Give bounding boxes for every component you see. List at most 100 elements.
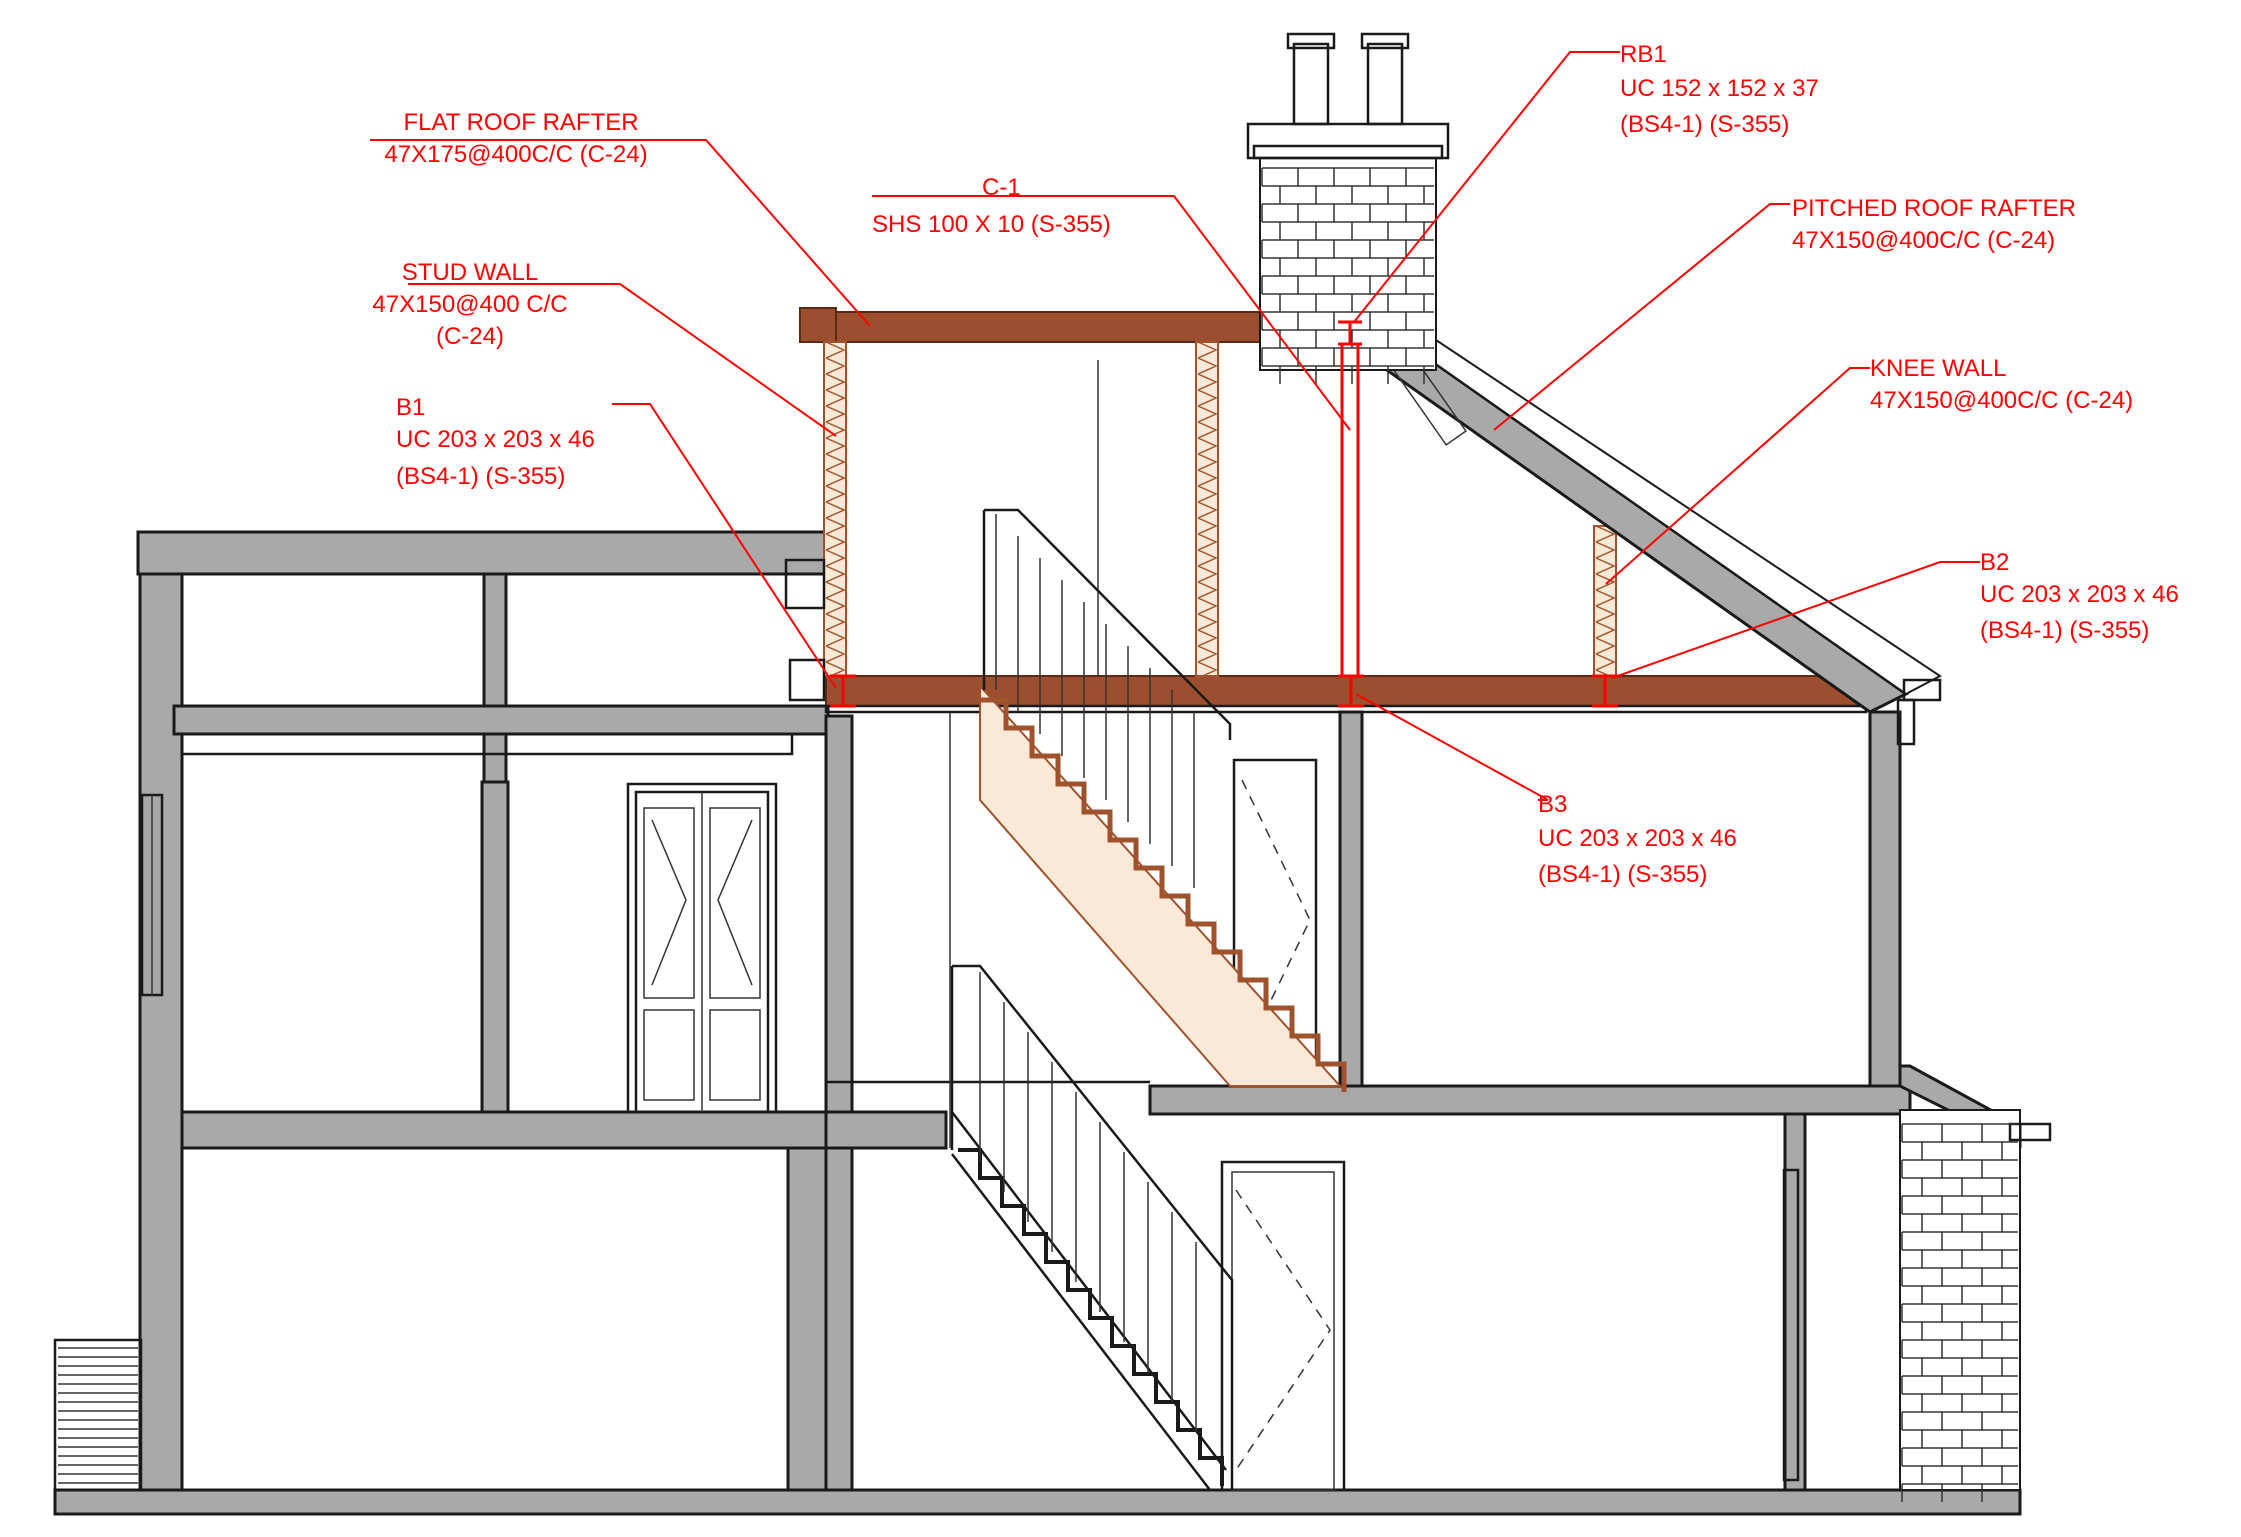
left-wing xyxy=(53,530,830,1492)
chimney-pot-right xyxy=(1366,42,1404,126)
leader-stud-wall xyxy=(408,283,837,437)
stud-hatching xyxy=(825,341,1616,687)
label-line: UC 203 x 203 x 46 xyxy=(1538,825,1737,852)
label-line: (BS4-1) (S-355) xyxy=(1980,617,2149,644)
roof-tiles xyxy=(1355,307,1942,696)
annotation-stud-wall: STUD WALL 47X150@400 C/C (C-24) xyxy=(372,259,567,350)
label-line: PITCHED ROOF RAFTER xyxy=(1792,195,2076,222)
label-line: 47X150@400 C/C xyxy=(372,291,567,318)
stud-hatch-line xyxy=(1595,525,1616,687)
steel-members xyxy=(830,320,1618,708)
b2-beam-section[interactable] xyxy=(1592,674,1618,708)
left-upper-divider-wall xyxy=(480,780,510,1114)
ground-floor-door xyxy=(1220,1160,1346,1492)
annotation-b3: B3 UC 203 x 203 x 46 (BS4-1) (S-355) xyxy=(1538,791,1737,888)
chimney-cap xyxy=(1246,122,1450,160)
leader-knee-wall xyxy=(1605,367,1870,585)
first-floor-slab-right xyxy=(1148,1084,1912,1116)
flat-roof-rafter xyxy=(799,311,1337,343)
c1-column[interactable] xyxy=(1340,344,1360,676)
eaves-box xyxy=(784,558,826,610)
label-line: SHS 100 X 10 (S-355) xyxy=(872,211,1111,238)
leader-flat-roof-rafter xyxy=(370,139,871,327)
right-ground-window xyxy=(1782,1168,1800,1482)
left-lower-wall xyxy=(786,1146,828,1492)
label-line: (BS4-1) (S-355) xyxy=(1538,861,1707,888)
door-swing xyxy=(1235,1189,1331,1471)
stud-hatch-line xyxy=(1197,341,1218,679)
left-inner-post xyxy=(482,572,508,786)
label-line: B2 xyxy=(1980,549,2009,576)
lower-stair-treads xyxy=(958,1148,1224,1486)
ground-slab xyxy=(53,1488,2022,1516)
label-line: (BS4-1) (S-355) xyxy=(396,463,565,490)
vent-louvre-lines xyxy=(58,1347,138,1484)
leader-b3 xyxy=(1355,693,1549,801)
leader-b2 xyxy=(1611,561,1980,679)
leader-c1 xyxy=(872,195,1351,431)
label-line: B1 xyxy=(396,394,425,421)
label-line: STUD WALL xyxy=(402,259,538,286)
chimney-pot-right-top xyxy=(1360,32,1410,50)
gutter-right xyxy=(1902,678,1942,702)
label-line: (BS4-1) (S-355) xyxy=(1620,111,1789,138)
annotation-knee-wall: KNEE WALL 47X150@400C/C (C-24) xyxy=(1870,355,2133,414)
label-line: KNEE WALL xyxy=(1870,355,2007,382)
central-wall-lower xyxy=(824,1146,854,1492)
chimney-brickwork xyxy=(1261,167,1434,384)
chimney-pot-left xyxy=(1292,42,1330,126)
label-line: (C-24) xyxy=(436,323,504,350)
annotation-b1: B1 UC 203 x 203 x 46 (BS4-1) (S-355) xyxy=(396,394,595,490)
partition-wall xyxy=(1338,710,1364,1088)
upper-handrail xyxy=(984,508,1232,740)
central-wall-upper xyxy=(824,714,854,1118)
annotation-b2: B2 UC 203 x 203 x 46 (BS4-1) (S-355) xyxy=(1980,549,2179,644)
annotation-c1: C-1 SHS 100 X 10 (S-355) xyxy=(872,174,1111,238)
right-addition-wall xyxy=(1899,1109,2021,1491)
label-line: 47X175@400C/C (C-24) xyxy=(384,141,647,168)
chimney xyxy=(1246,32,1450,384)
chimney-cap-band xyxy=(1252,144,1444,160)
left-ceiling-soffit xyxy=(180,732,794,756)
main-house xyxy=(824,710,1912,1492)
annotation-flat-roof-rafter: FLAT ROOF RAFTER 47X175@400C/C (C-24) xyxy=(384,109,647,168)
label-line: 47X150@400C/C (C-24) xyxy=(1870,387,2133,414)
upper-stair-profile xyxy=(980,697,1347,1092)
stair-landing-slab xyxy=(824,1110,948,1150)
chimney-stack xyxy=(1259,157,1437,371)
right-addition-gutter xyxy=(2008,1122,2052,1142)
stud-wall-mid[interactable] xyxy=(1195,341,1219,677)
leader-rb1 xyxy=(1353,51,1620,323)
addition-brickwork xyxy=(1901,1123,2018,1502)
stairs-lower xyxy=(950,964,1234,1491)
label-line: B3 xyxy=(1538,791,1567,818)
lower-stair-balusters xyxy=(950,966,1197,1432)
flat-roof-fascia xyxy=(799,307,837,343)
label-line: UC 203 x 203 x 46 xyxy=(396,426,595,453)
gutter-left xyxy=(788,658,826,702)
chimney-pot-left-top xyxy=(1286,32,1336,50)
annotation-rb1: RB1 UC 152 x 152 x 37 (BS4-1) (S-355) xyxy=(1620,41,1819,138)
label-line: UC 152 x 152 x 37 xyxy=(1620,75,1819,102)
lower-stair-profile xyxy=(958,1148,1224,1486)
label-line: C-1 xyxy=(982,174,1021,201)
left-first-floor-slab xyxy=(180,1110,830,1150)
leader-b1 xyxy=(612,403,837,689)
double-door xyxy=(626,782,778,1114)
ground-floor-door-inner xyxy=(1231,1171,1335,1491)
left-roof-slab xyxy=(136,530,830,576)
label-line: FLAT ROOF RAFTER xyxy=(403,109,638,136)
stud-hatch-line xyxy=(825,341,846,679)
upper-stair-balusters xyxy=(982,510,1195,888)
label-line: RB1 xyxy=(1620,41,1667,68)
upper-stair-treads xyxy=(980,697,1347,1092)
label-line: 47X150@400C/C (C-24) xyxy=(1792,227,2055,254)
leader-pitched-roof-rafter xyxy=(1493,203,1790,431)
annotation-pitched-roof-rafter: PITCHED ROOF RAFTER 47X150@400C/C (C-24) xyxy=(1792,195,2076,254)
right-external-wall xyxy=(1868,710,1902,1088)
label-line: UC 203 x 203 x 46 xyxy=(1980,581,2179,608)
b1-beam-section[interactable] xyxy=(830,674,856,708)
leader-lines xyxy=(370,51,1980,801)
right-addition xyxy=(1898,1064,2052,1502)
